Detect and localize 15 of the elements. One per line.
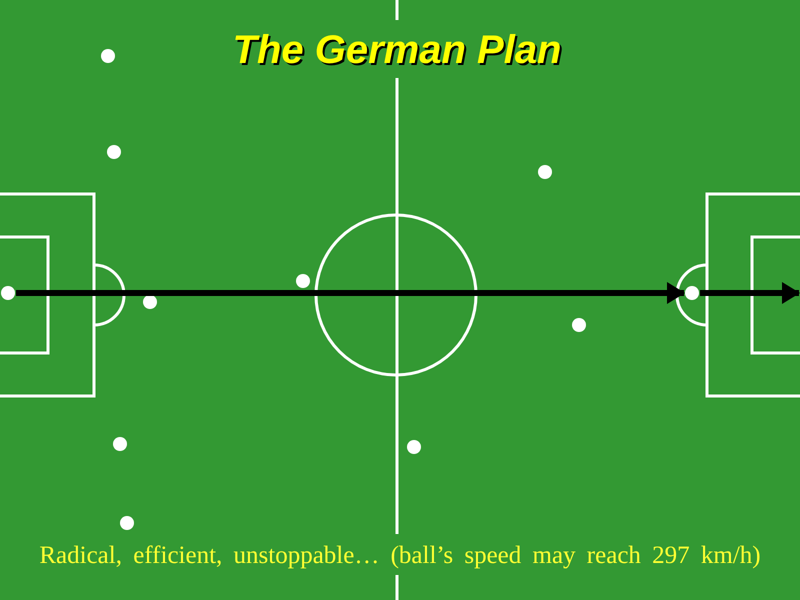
player-dot xyxy=(572,318,586,332)
player-dot xyxy=(296,274,310,288)
player-dot xyxy=(538,165,552,179)
player-dot xyxy=(107,145,121,159)
player-dot xyxy=(101,49,115,63)
title: The German Plan xyxy=(232,28,562,72)
arrow xyxy=(700,282,800,304)
player-dot xyxy=(1,286,15,300)
arrow xyxy=(16,282,685,304)
player-dot xyxy=(407,440,421,454)
player-dot xyxy=(113,437,127,451)
player-dot xyxy=(120,516,134,530)
player-dot xyxy=(143,295,157,309)
player-dot xyxy=(685,286,699,300)
caption: Radical, efficient, unstoppable… (ball’s speed may reach 297 km/h) xyxy=(39,541,761,571)
